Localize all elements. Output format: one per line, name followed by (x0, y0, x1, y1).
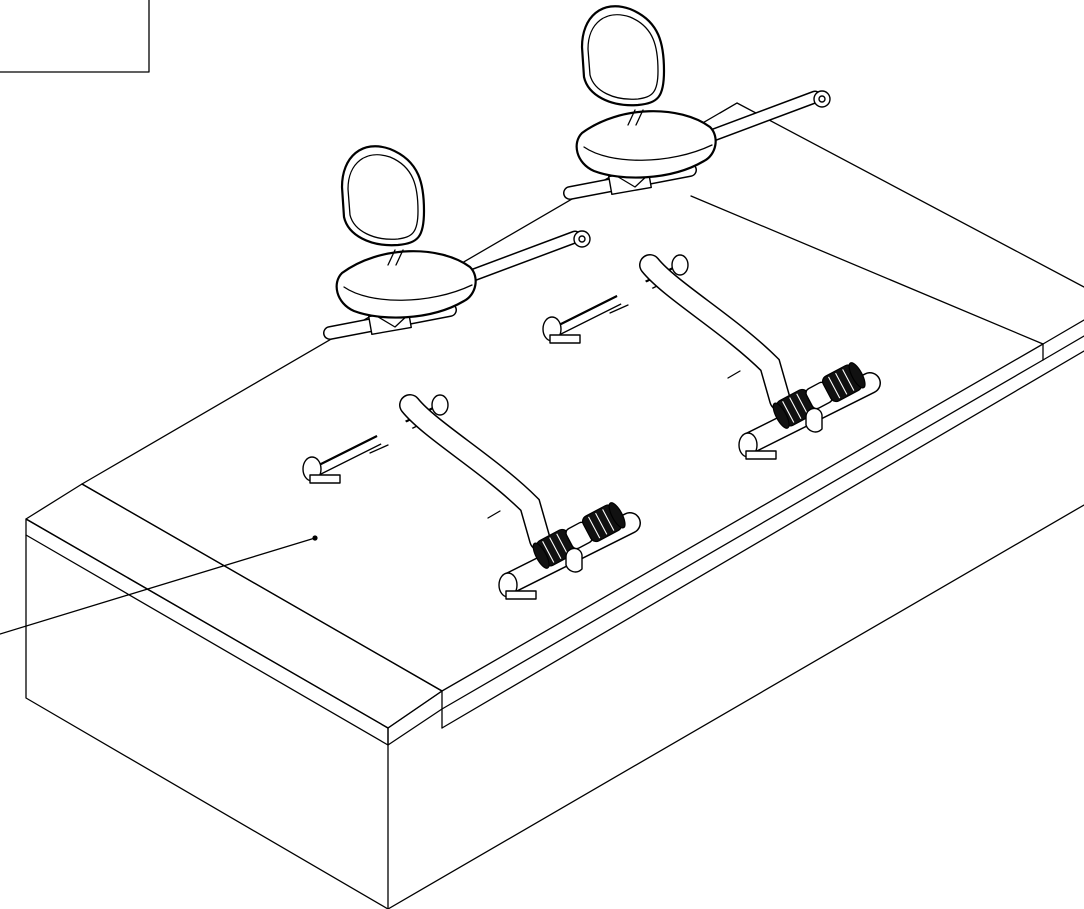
platform-front-face (25, 350, 1084, 909)
callout-leader (0, 535, 318, 635)
platform (0, 102, 1084, 909)
platform-left-border (25, 483, 443, 746)
callout-dot (312, 535, 318, 541)
title-block-frame (0, 0, 150, 73)
bike-1 (303, 146, 630, 599)
bike-2 (543, 6, 870, 459)
platform-top-surface (81, 102, 1084, 729)
